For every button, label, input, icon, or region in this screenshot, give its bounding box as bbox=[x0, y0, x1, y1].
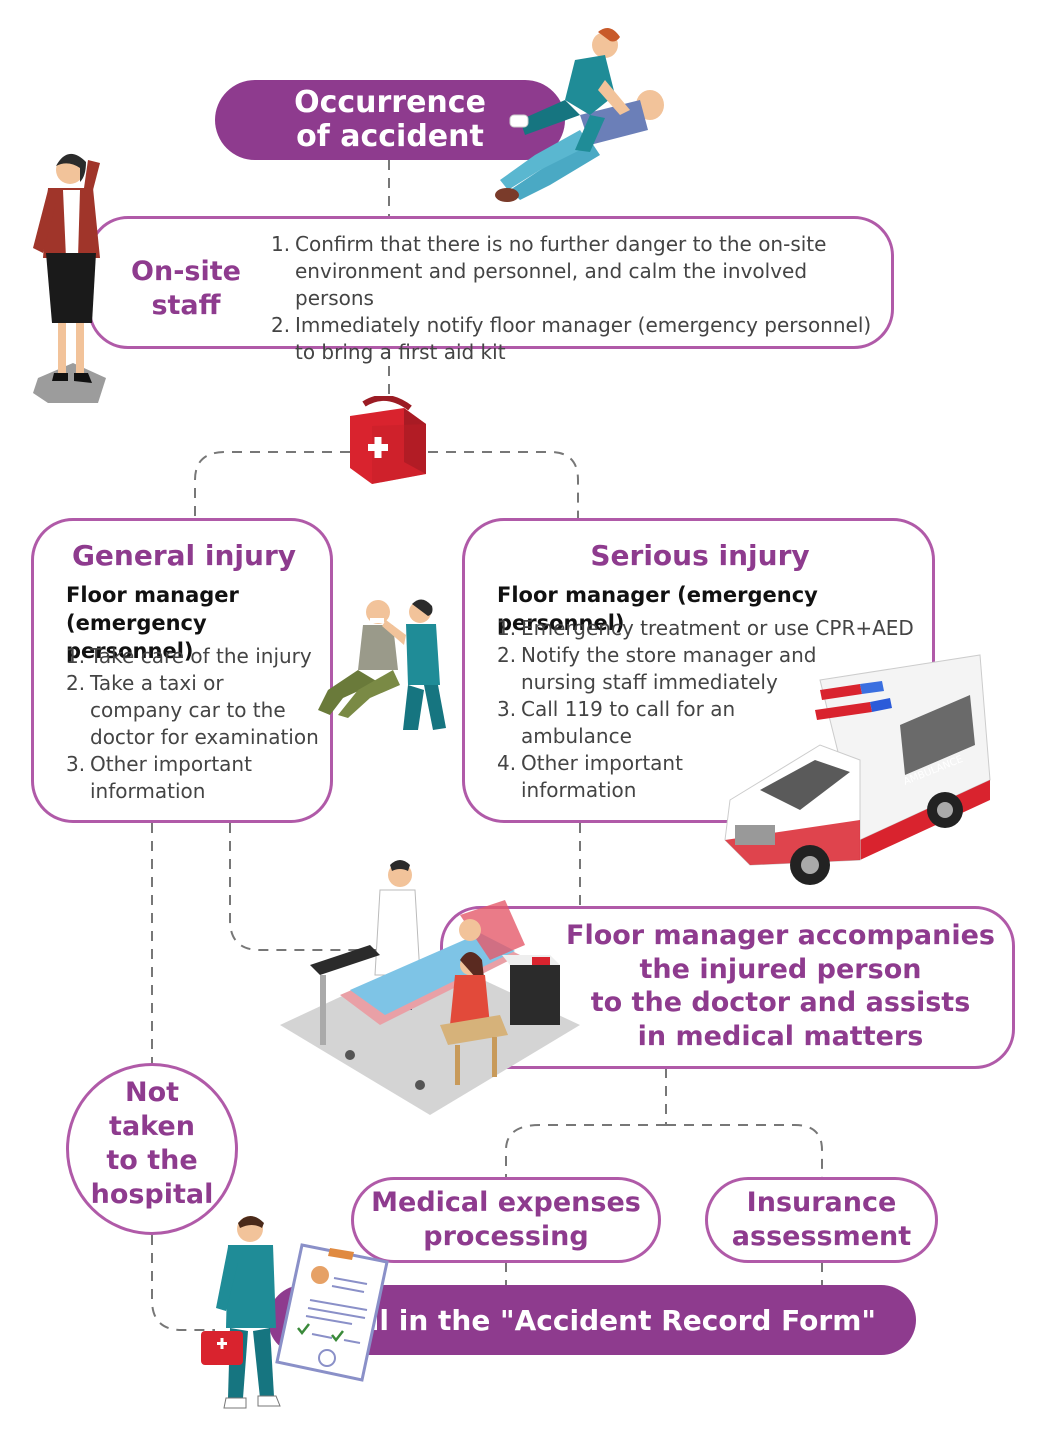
not-taken-circle: Not taken to the hospital bbox=[66, 1063, 238, 1235]
general-step: 1.Take care of the injury bbox=[66, 644, 312, 668]
medical-expenses-box: Medical expenses processing bbox=[351, 1177, 661, 1263]
first-aid-kit-icon bbox=[350, 396, 426, 484]
general-steps: 1.Take care of the injury 2.Take a taxi … bbox=[66, 643, 346, 805]
hospital-bed-illustration bbox=[280, 860, 580, 1115]
connector-split-medical bbox=[505, 1124, 666, 1178]
record-form-icon bbox=[275, 1243, 389, 1382]
office-staff-phone-illustration bbox=[33, 153, 106, 403]
onsite-staff-box: On-site staff 1.Confirm that there is no… bbox=[88, 216, 894, 364]
serious-steps: 1.Emergency treatment or use CPR+AED 2.N… bbox=[497, 615, 917, 804]
serious-injury-title: Serious injury bbox=[590, 539, 810, 572]
paramedic-illustration bbox=[201, 1216, 281, 1409]
nurse-bandaging-illustration bbox=[318, 599, 446, 730]
connector-general-accompany bbox=[229, 823, 380, 951]
connector-kit-general bbox=[194, 451, 350, 520]
general-injury-box: General injury Floor manager (emergency … bbox=[31, 518, 333, 823]
cpr-illustration bbox=[495, 28, 664, 202]
not-taken-text: Not taken to the hospital bbox=[90, 1077, 214, 1210]
connector-kit-serious bbox=[428, 451, 579, 520]
onsite-staff-title: On-site staff bbox=[131, 256, 241, 321]
serious-step: 4.Other important information bbox=[497, 751, 683, 802]
onsite-step: 1.Confirm that there is no further dange… bbox=[271, 232, 827, 310]
general-step: 2.Take a taxi or company car to the doct… bbox=[66, 671, 319, 749]
general-injury-title: General injury bbox=[71, 539, 297, 572]
serious-injury-subtitle: Floor manager (emergency personnel) bbox=[497, 583, 818, 635]
serious-step: 1.Emergency treatment or use CPR+AED bbox=[497, 616, 914, 640]
connector-nottaken-form bbox=[151, 1235, 215, 1331]
medical-expenses-text: Medical expenses processing bbox=[371, 1187, 641, 1252]
general-step: 3.Other important information bbox=[66, 752, 252, 803]
accompany-text: Floor manager accompanies the injured pe… bbox=[566, 920, 995, 1052]
occurrence-banner: Occurrence of accident bbox=[215, 80, 565, 160]
connector-split-insurance bbox=[666, 1124, 823, 1178]
onsite-step: 2.Immediately notify floor manager (emer… bbox=[271, 313, 872, 364]
record-form-text: Fill in the "Accident Record Form" bbox=[341, 1303, 876, 1337]
serious-step: 2.Notify the store manager and nursing s… bbox=[497, 643, 817, 694]
onsite-steps: 1.Confirm that there is no further dange… bbox=[271, 231, 881, 366]
serious-injury-box: Serious injury Floor manager (emergency … bbox=[462, 518, 935, 823]
occurrence-title: Occurrence of accident bbox=[294, 85, 486, 154]
serious-step: 3.Call 119 to call for an ambulance bbox=[497, 697, 736, 748]
insurance-assessment-text: Insurance assessment bbox=[731, 1187, 912, 1252]
ambulance-illustration: AMBULANCE bbox=[724, 654, 991, 885]
general-injury-subtitle: Floor manager (emergency personnel) bbox=[66, 583, 239, 663]
insurance-assessment-box: Insurance assessment bbox=[705, 1177, 938, 1263]
